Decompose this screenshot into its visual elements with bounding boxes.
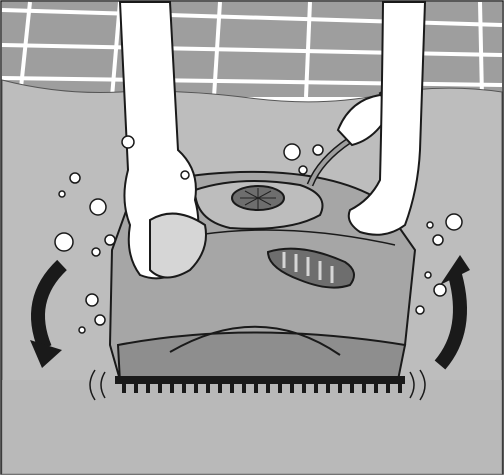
pool-floor [2,380,502,474]
pool-wall-tiles [2,2,502,97]
